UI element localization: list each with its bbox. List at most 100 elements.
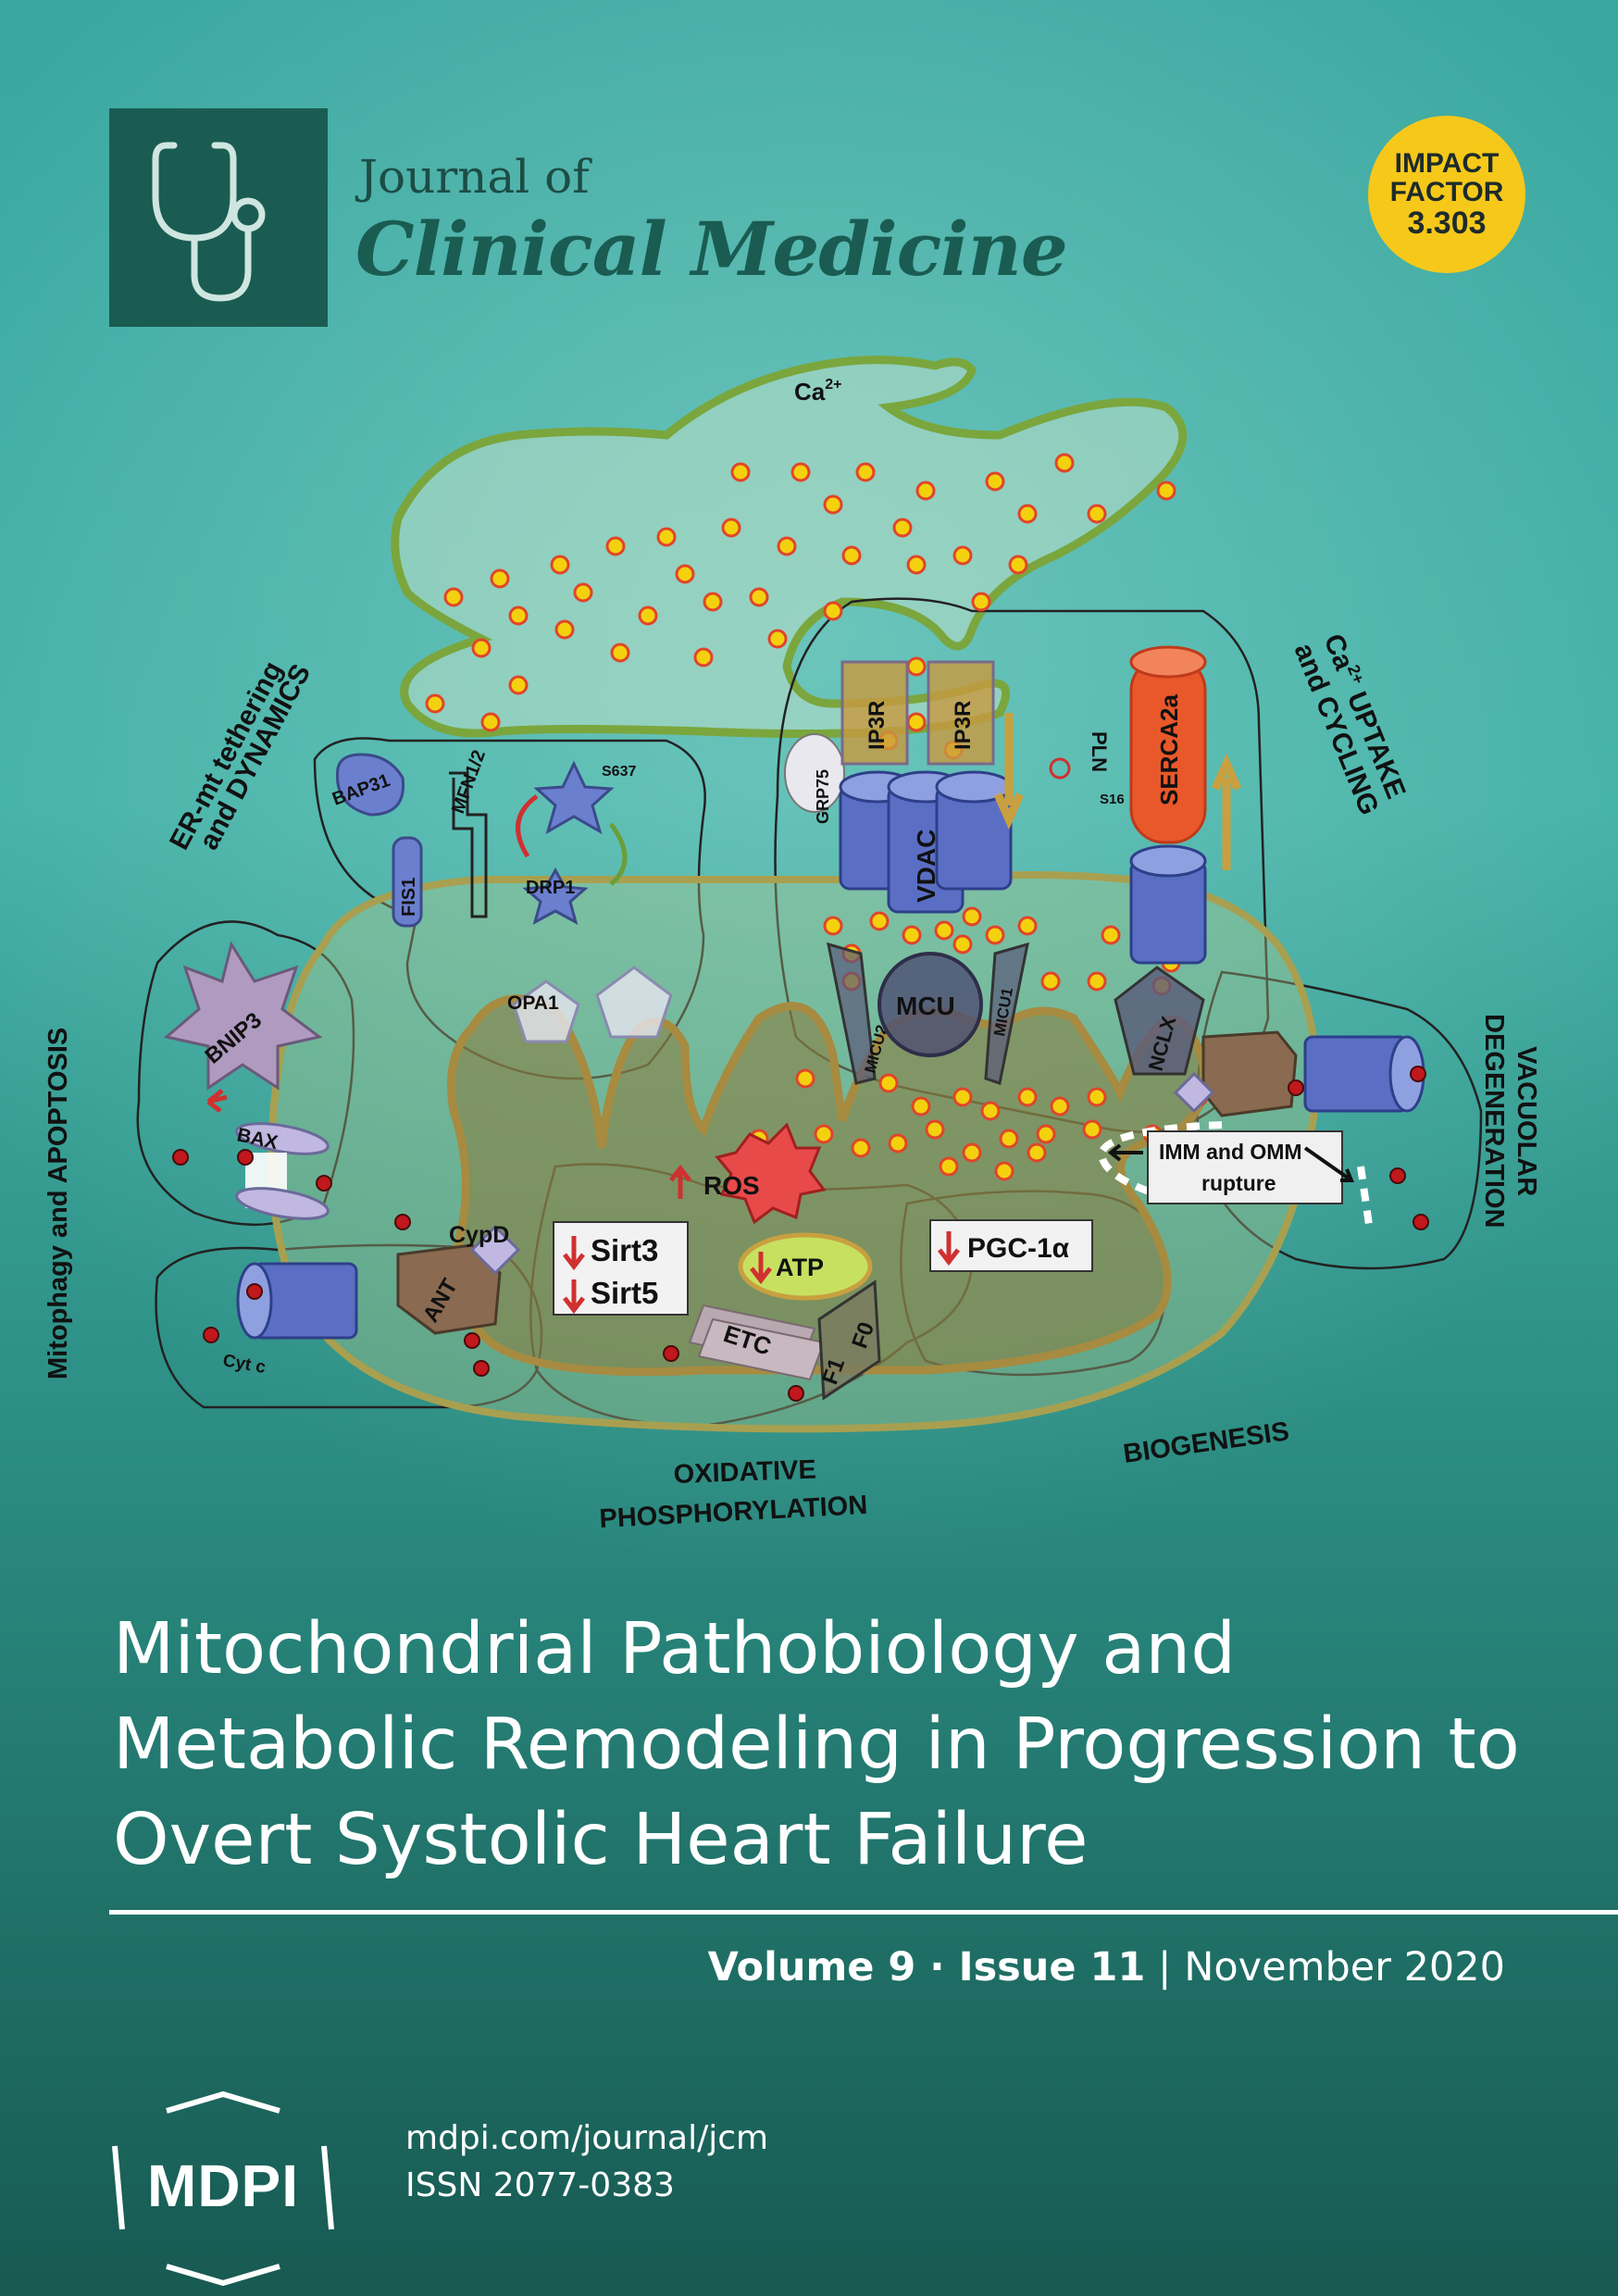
rupture-left-arrow-icon bbox=[1107, 1143, 1143, 1162]
mcu-channel bbox=[877, 952, 983, 1057]
cytochrome-c-dot bbox=[1288, 1079, 1304, 1096]
biogenesis-section-title: BIOGENESIS bbox=[1122, 1416, 1291, 1469]
calcium-ion-dot bbox=[605, 536, 626, 556]
cytochrome-c-dot bbox=[394, 1214, 411, 1230]
journal-name: Clinical Medicine bbox=[355, 206, 1068, 293]
calcium-ion-dot bbox=[777, 536, 797, 556]
calcium-ion-dot bbox=[610, 643, 630, 663]
calcium-ion-dot bbox=[1156, 480, 1176, 501]
pgc-down-arrow-icon bbox=[938, 1231, 960, 1267]
impact-factor-value: 3.303 bbox=[1407, 205, 1487, 241]
calcium-ion-dot bbox=[573, 582, 593, 603]
f1f0-atp-synthase bbox=[817, 1279, 881, 1401]
calcium-ion-dot bbox=[790, 462, 811, 482]
rupture-right-arrow-icon bbox=[1303, 1146, 1354, 1182]
stethoscope-icon bbox=[152, 142, 266, 302]
cytochrome-c-dot bbox=[464, 1332, 480, 1349]
calcium-ion-dot bbox=[906, 555, 927, 575]
ip3r-label-2: IP3R bbox=[951, 701, 976, 750]
calcium-ion-dot bbox=[1101, 925, 1121, 945]
issue-pipe: | bbox=[1145, 1944, 1185, 1990]
pln-label: PLN bbox=[1088, 731, 1111, 772]
oxphos-section-title-line1: OXIDATIVE bbox=[673, 1455, 816, 1490]
ros-label: ROS bbox=[703, 1171, 760, 1200]
cypd-diamond bbox=[469, 1224, 521, 1276]
oxphos-section-title-line2: PHOSPHORYLATION bbox=[599, 1491, 868, 1534]
calcium-ion-dot bbox=[1054, 453, 1075, 473]
calcium-ion-dot bbox=[888, 1133, 908, 1154]
calcium-ion-dot bbox=[823, 494, 843, 515]
rupture-box bbox=[1147, 1130, 1343, 1204]
rupture-label-line1: IMM and OMM bbox=[1159, 1140, 1302, 1164]
s637-star bbox=[533, 760, 615, 835]
mdpi-logo-text: MDPI bbox=[147, 2152, 299, 2219]
fis1-label: FIS1 bbox=[399, 878, 419, 917]
cytochrome-c-dot bbox=[316, 1175, 332, 1192]
calcium-ion-dot bbox=[703, 592, 723, 612]
calcium-ion-dot bbox=[1017, 504, 1038, 524]
cytochrome-c-dot bbox=[1413, 1214, 1429, 1230]
calcium-ion-dot bbox=[823, 916, 843, 936]
article-title-line3: Overt Systolic Heart Failure bbox=[113, 1799, 1089, 1881]
ros-up-arrow-icon bbox=[669, 1164, 691, 1199]
calcium-ion-dot bbox=[550, 555, 570, 575]
ros-burst bbox=[715, 1122, 827, 1225]
cytochrome-c-dots bbox=[172, 1066, 1429, 1402]
calcium-ion-dot bbox=[1040, 971, 1061, 992]
calcium-ion-dot bbox=[985, 925, 1005, 945]
cytochrome-c-dot bbox=[246, 1283, 263, 1300]
calcium-ion-dot bbox=[1008, 555, 1028, 575]
bnip3-arrow-icon bbox=[206, 1089, 228, 1113]
calcium-ion-dot bbox=[869, 911, 890, 931]
s16-label: S16 bbox=[1100, 792, 1125, 807]
cytc-label: Cyt c bbox=[221, 1351, 268, 1378]
calcium-ion-dot bbox=[841, 545, 862, 566]
calcium-ion-dot bbox=[508, 605, 529, 626]
calcium-ion-dot bbox=[855, 462, 876, 482]
bnip3-star bbox=[163, 941, 323, 1091]
calcium-ion-dot bbox=[795, 1068, 815, 1089]
impact-factor-badge: IMPACT FACTOR 3.303 bbox=[1368, 116, 1525, 273]
calcium-ion-dot bbox=[1087, 504, 1107, 524]
ca-flow-arrow bbox=[993, 713, 1025, 830]
serca-arrow bbox=[1211, 753, 1242, 870]
cytc-cylinder bbox=[236, 1262, 358, 1340]
calcium-ion-dot bbox=[980, 1101, 1001, 1121]
serca2a-pump bbox=[1129, 645, 1207, 844]
journal-url[interactable]: mdpi.com/journal/jcm bbox=[405, 2119, 769, 2157]
calcium-ion-dot bbox=[911, 1096, 931, 1117]
calcium-ion-dot bbox=[1082, 1119, 1102, 1140]
calcium-ion-dot bbox=[425, 693, 445, 714]
mcu-label: MCU bbox=[896, 992, 955, 1020]
calcium-ion-dot bbox=[480, 712, 501, 732]
micu1-protein bbox=[984, 942, 1029, 1085]
pgc-label: PGC-1α bbox=[967, 1233, 1070, 1264]
micu2-protein bbox=[827, 942, 877, 1085]
calcium-ion-dot bbox=[721, 518, 741, 538]
calcium-ion-dot bbox=[693, 647, 714, 668]
calcium-ion-dot bbox=[962, 906, 982, 927]
calcium-ion-dot bbox=[962, 1142, 982, 1163]
issue-number: Issue 11 bbox=[958, 1944, 1146, 1990]
calcium-ion-dot bbox=[749, 587, 769, 607]
rupture-label-line2: rupture bbox=[1201, 1171, 1276, 1195]
membrane-rupture-dashes bbox=[1097, 1121, 1374, 1232]
sirt3-down-arrow-icon bbox=[563, 1236, 585, 1271]
vacuolar-exchanger bbox=[1201, 1030, 1298, 1117]
calcium-ion-dot bbox=[952, 1087, 973, 1107]
vacuolar-section-title-line1: VACUOLAR bbox=[1512, 1046, 1541, 1196]
serca2a-label: SERCA2a bbox=[1155, 694, 1183, 805]
calcium-ion-dot bbox=[934, 920, 954, 941]
cytochrome-c-dot bbox=[663, 1345, 679, 1362]
calcium-ion-dot bbox=[999, 1129, 1019, 1149]
calcium-ion-dot bbox=[1036, 1124, 1056, 1144]
vacuolar-diamond bbox=[1173, 1071, 1215, 1114]
cytochrome-c-dot bbox=[203, 1327, 219, 1343]
calcium-ion-dot bbox=[952, 934, 973, 955]
calcium-ion-dot bbox=[878, 1073, 899, 1093]
calcium-ion-dot bbox=[851, 1138, 871, 1158]
calcium-ion-dot bbox=[902, 925, 922, 945]
calcium-ion-dot bbox=[675, 564, 695, 584]
calcium-ion-dot bbox=[554, 619, 575, 640]
calcium-ion-dot bbox=[471, 638, 492, 658]
